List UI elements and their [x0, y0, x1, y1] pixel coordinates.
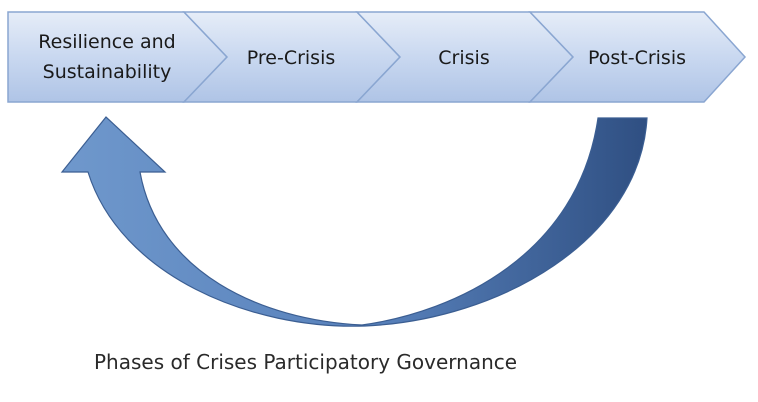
stage-label-post-crisis: Post-Crisis: [588, 47, 686, 69]
return-arrow: [60, 116, 648, 327]
diagram-caption: Phases of Crises Participatory Governanc…: [94, 350, 518, 374]
stage-label-crisis: Crisis: [438, 47, 489, 69]
stage-label-pre-crisis: Pre-Crisis: [247, 47, 336, 69]
stage-label-resilience-line2: Sustainability: [43, 61, 172, 83]
stage-chevron-post-crisis: [528, 11, 747, 103]
stage-chevron-resilience: [7, 11, 229, 103]
stage-label-resilience-line1: Resilience and: [38, 31, 175, 53]
